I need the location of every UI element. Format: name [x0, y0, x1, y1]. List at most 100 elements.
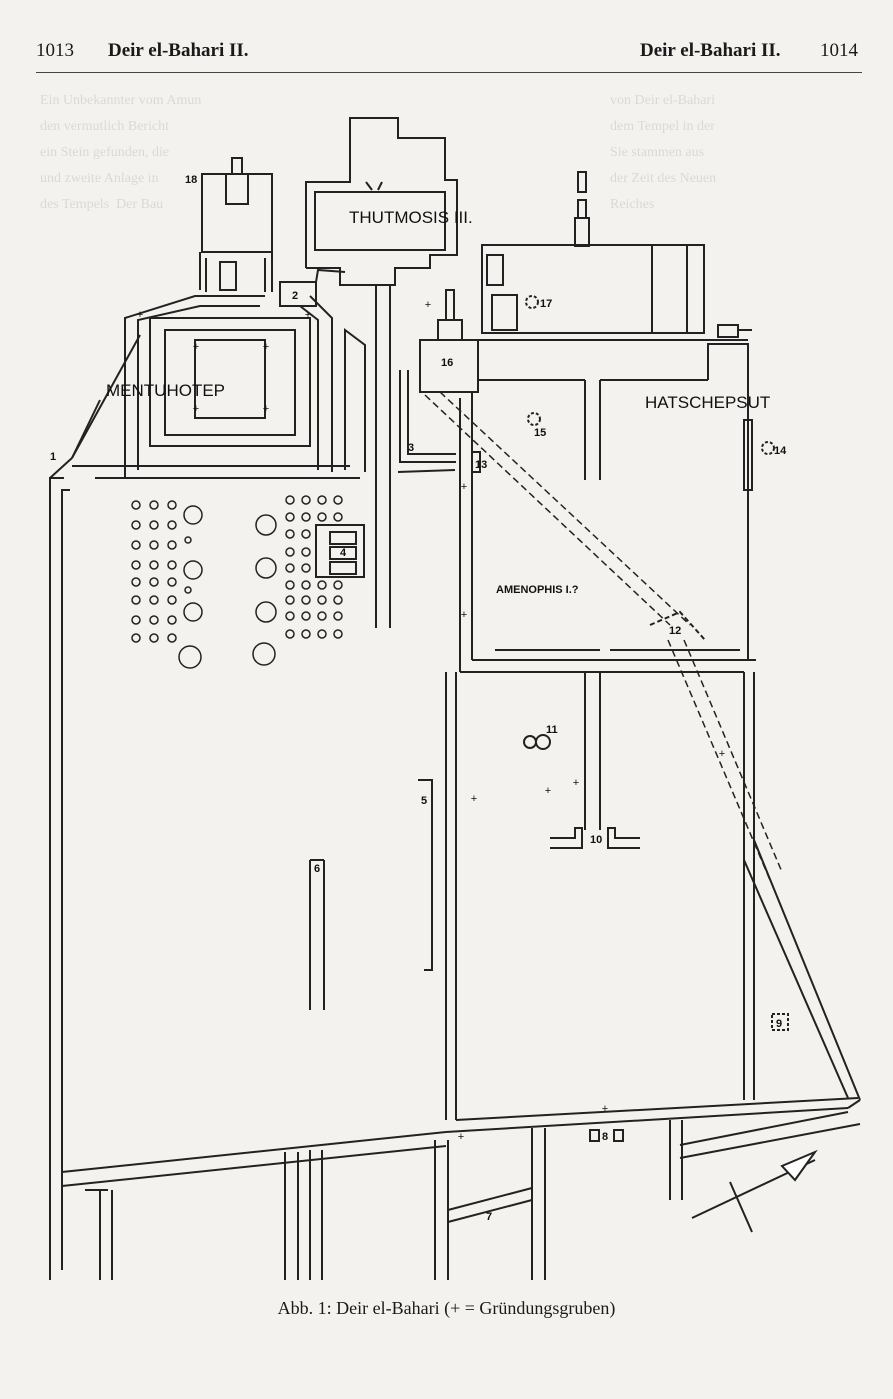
column-base	[301, 580, 311, 590]
structure-18	[201, 157, 273, 253]
column-base	[285, 495, 295, 505]
column-base	[131, 540, 141, 550]
foundation-pit-marker: +	[137, 309, 143, 321]
foundation-pit-marker: +	[471, 793, 477, 805]
column-base	[131, 500, 141, 510]
column-base	[285, 580, 295, 590]
column-base	[301, 547, 311, 557]
foundation-pit-marker: +	[458, 1131, 464, 1143]
column-base	[167, 615, 177, 625]
number-5: 5	[421, 795, 427, 807]
central-enclosure	[445, 649, 756, 1120]
structure-10	[550, 827, 640, 849]
number-17: 17	[540, 298, 552, 310]
number-11: 11	[546, 724, 558, 736]
column-base	[255, 601, 277, 623]
column-base	[183, 602, 203, 622]
column-base	[252, 642, 276, 666]
foundation-pit-marker: +	[461, 609, 467, 621]
column-base	[285, 529, 295, 539]
column-base	[149, 540, 159, 550]
column-base	[285, 512, 295, 522]
column-base	[285, 547, 295, 557]
column-base	[131, 615, 141, 625]
foundation-pit-marker: +	[425, 299, 431, 311]
number-4: 4	[340, 547, 347, 559]
label-amenophis: AMENOPHIS I.?	[496, 584, 579, 596]
column-base	[333, 580, 343, 590]
structure-12	[649, 610, 706, 641]
label-hatschepsut: HATSCHEPSUT	[645, 393, 770, 412]
number-13: 13	[475, 459, 487, 471]
number-6: 6	[314, 863, 320, 875]
column-base	[333, 512, 343, 522]
north-arrow	[691, 1149, 818, 1233]
number-7: 7	[486, 1211, 492, 1223]
foundation-pit-marker: +	[263, 341, 269, 353]
column-base	[184, 586, 192, 594]
number-12: 12	[669, 625, 681, 637]
structure-8	[589, 1129, 624, 1142]
left-running-title: Deir el-Bahari II.	[108, 40, 249, 61]
column-base	[301, 512, 311, 522]
structure-14	[761, 441, 775, 455]
column-base	[167, 595, 177, 605]
column-base	[131, 577, 141, 587]
column-base	[301, 629, 311, 639]
column-base	[317, 629, 327, 639]
right-running-title: Deir el-Bahari II.	[640, 40, 781, 61]
number-14: 14	[774, 445, 787, 457]
column-base	[317, 580, 327, 590]
number-18: 18	[185, 174, 197, 186]
column-base	[149, 500, 159, 510]
column-base	[285, 629, 295, 639]
figure-caption: Abb. 1: Deir el-Bahari (+ = Gründungsgru…	[277, 1298, 616, 1318]
column-base	[183, 505, 203, 525]
column-base	[301, 495, 311, 505]
column-base	[167, 560, 177, 570]
structure-11	[523, 734, 551, 750]
column-base	[301, 529, 311, 539]
column-base	[333, 495, 343, 505]
column-base	[149, 577, 159, 587]
column-base	[333, 611, 343, 621]
dashed-causeway	[424, 391, 783, 881]
bleed-through-text-left: Ein Unbekannter vom Amun den vermutlich …	[40, 93, 202, 212]
structure-13	[471, 451, 481, 473]
west-enclosure-wall	[49, 457, 108, 1280]
number-8: 8	[602, 1131, 608, 1143]
foundation-pit-marker: +	[461, 481, 467, 493]
column-base	[333, 629, 343, 639]
column-base	[301, 595, 311, 605]
column-bases	[131, 495, 343, 669]
column-base	[131, 633, 141, 643]
column-base	[167, 577, 177, 587]
structure-6	[309, 859, 325, 1010]
label-thutmosis: THUTMOSIS III.	[349, 208, 473, 227]
mentuhotep-temple	[71, 252, 366, 479]
column-base	[149, 520, 159, 530]
foundation-pit-marker: +	[573, 777, 579, 789]
foundation-pit-marker: +	[305, 309, 311, 321]
foundation-pit-marker: +	[719, 748, 725, 760]
column-base	[317, 512, 327, 522]
site-plan: +++++++++++++++ THUTMOSIS III. MENTUHOTE…	[49, 117, 861, 1280]
bleed-through-text-right: von Deir el-Bahari dem Tempel in der Sie…	[610, 93, 717, 212]
foundation-pits: +++++++++++++++	[137, 299, 725, 1143]
foundation-pit-marker: +	[545, 785, 551, 797]
label-mentuhotep: MENTUHOTEP	[106, 381, 225, 400]
structure-5	[418, 779, 433, 971]
column-base	[255, 557, 277, 579]
header-rule	[36, 72, 862, 73]
column-base	[149, 560, 159, 570]
number-10: 10	[590, 834, 602, 846]
southeast-wall	[445, 839, 861, 1159]
number-3: 3	[408, 442, 414, 454]
structure-3	[397, 370, 456, 473]
column-base	[255, 514, 277, 536]
column-base	[317, 611, 327, 621]
number-15: 15	[534, 427, 546, 439]
left-page-number: 1013	[36, 40, 74, 61]
southern-walls	[61, 1120, 683, 1280]
foundation-pit-marker: +	[193, 341, 199, 353]
